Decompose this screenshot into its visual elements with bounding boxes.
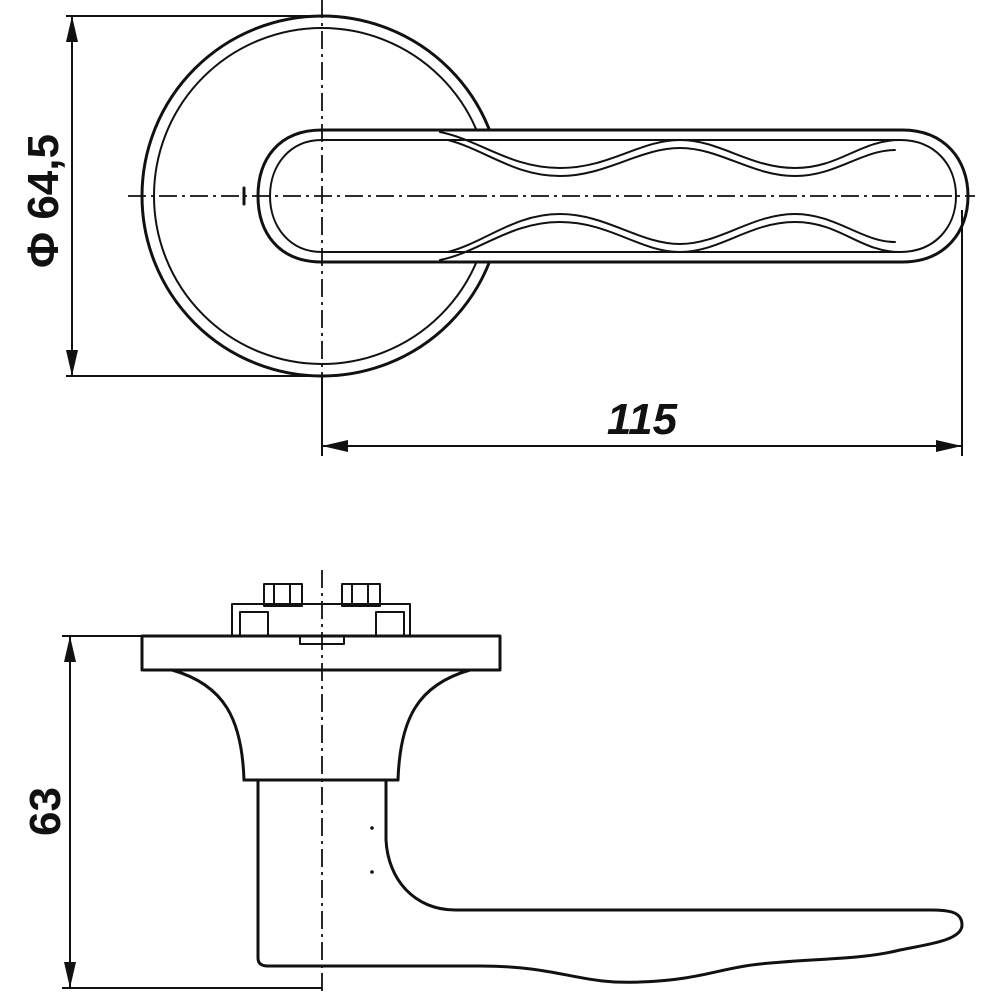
rosette-base <box>140 634 502 672</box>
lever-wave-bottom-outer <box>439 221 901 261</box>
length-arrow-right <box>936 440 962 452</box>
lever-point-1 <box>370 826 374 830</box>
lever-side-profile <box>256 778 964 984</box>
diameter-label: Φ 64,5 <box>19 134 68 268</box>
lever-wave-bottom-inner <box>447 213 896 253</box>
diameter-arrow-bottom <box>66 350 78 376</box>
mount-clip-left <box>239 611 269 637</box>
height-arrow-bottom <box>64 962 76 988</box>
length-label: 115 <box>607 395 678 444</box>
lever-wave-top-outer <box>439 131 901 169</box>
mount-clip-right <box>375 611 405 637</box>
length-arrow-left <box>322 440 348 452</box>
height-arrow-top <box>64 636 76 662</box>
lever-wave-top-inner <box>447 139 896 177</box>
rosette-neck <box>170 668 472 782</box>
lever-outline <box>256 128 970 264</box>
diameter-arrow-top <box>66 16 78 42</box>
screw-head-left <box>263 583 303 607</box>
top-view: Φ 64,5 115 <box>19 0 975 456</box>
mount-plate <box>231 603 411 637</box>
height-label: 63 <box>21 787 70 836</box>
screw-head-right <box>341 583 381 607</box>
lever-point-2 <box>370 870 374 874</box>
side-view: 63 <box>21 570 964 995</box>
